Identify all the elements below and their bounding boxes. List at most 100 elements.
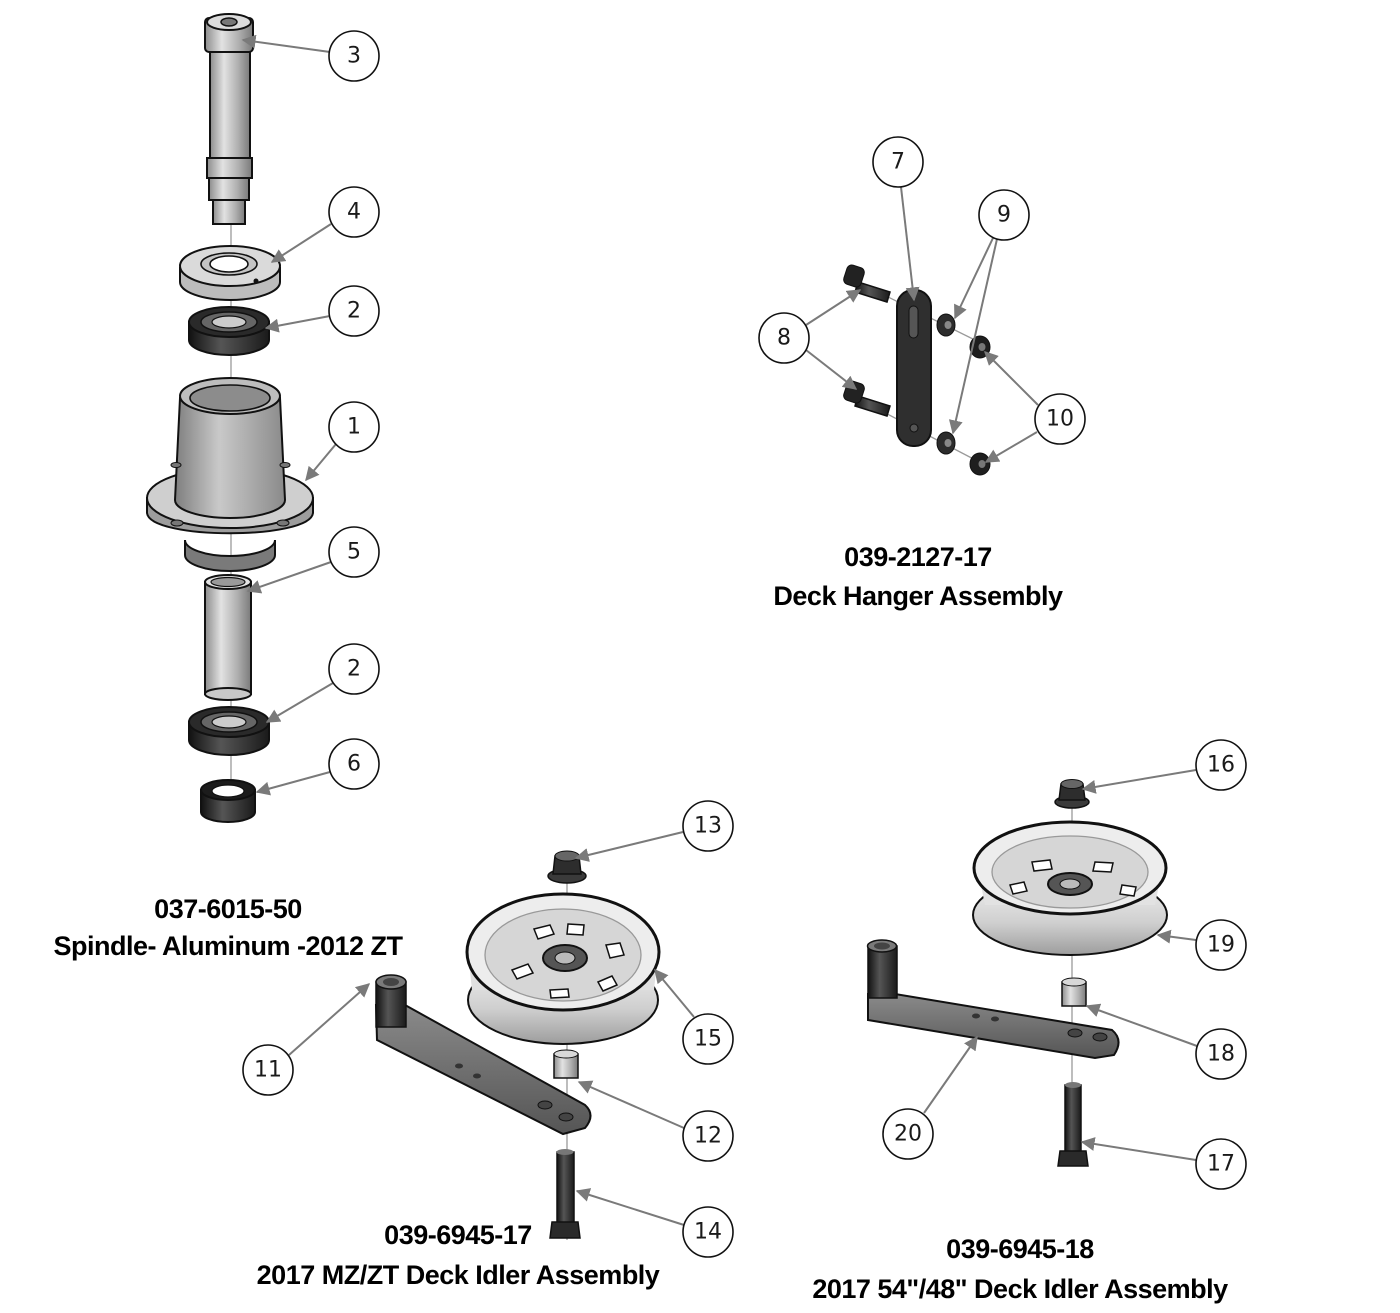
leader-19 [1156, 929, 1197, 944]
idler-18-bolt [1057, 1082, 1089, 1167]
callout-label: 8 [777, 326, 791, 351]
leader-lines [241, 34, 1198, 1226]
callout-label: 20 [894, 1122, 922, 1147]
callout-label: 14 [694, 1220, 722, 1245]
leader-14 [575, 1188, 685, 1226]
bearing-spacer-tube-part [204, 574, 252, 701]
callout-15[interactable]: 15 [682, 1013, 734, 1065]
leader-11 [288, 983, 371, 1056]
deck-hanger-assembly [843, 264, 991, 476]
leader-4 [270, 223, 332, 263]
callout-label: 16 [1207, 753, 1235, 778]
leader-20 [923, 1035, 978, 1114]
idler-17-spacer [553, 1049, 579, 1079]
callout-label: 7 [891, 150, 905, 175]
leader-15 [654, 968, 695, 1018]
callout-11[interactable]: 11 [242, 1044, 294, 1096]
spindle-part-number: 037-6015-50 [154, 894, 302, 924]
callout-label: 5 [347, 540, 361, 565]
hanger-link-part [896, 289, 932, 447]
leader-10a [984, 351, 1039, 406]
idler-54-48-assembly-name: 2017 54"/48" Deck Idler Assembly [812, 1274, 1228, 1304]
hanger-bolt-upper [843, 264, 891, 303]
callout-bubbles: 3 4 2 1 5 2 6 7 8 9 10 13 15 11 12 14 16… [242, 30, 1247, 1258]
callout-5[interactable]: 5 [328, 526, 380, 578]
callout-17[interactable]: 17 [1195, 1138, 1247, 1190]
spindle-shaft-part [204, 13, 254, 225]
leader-9b [948, 238, 998, 435]
leader-2a [264, 315, 331, 333]
leader-1 [305, 443, 337, 482]
idler-18-flange-nut [1054, 779, 1090, 809]
spindle-housing-part [146, 377, 314, 572]
idler-54-48-part-number: 039-6945-18 [946, 1234, 1094, 1264]
leader-9a [954, 237, 994, 320]
callout-label: 6 [347, 752, 361, 777]
callout-10[interactable]: 10 [1034, 393, 1086, 445]
idler-17-flange-nut [547, 850, 587, 884]
callout-label: 10 [1046, 407, 1074, 432]
leader-2b [265, 682, 334, 723]
leader-10b [984, 431, 1038, 463]
seal-collar-part [200, 779, 256, 823]
callout-label: 4 [347, 200, 361, 225]
idler-mz-zt-part-number: 039-6945-17 [384, 1220, 532, 1250]
callout-18[interactable]: 18 [1195, 1028, 1247, 1080]
idler-18-arm [866, 939, 1120, 1060]
callout-9[interactable]: 9 [978, 189, 1030, 241]
callout-20[interactable]: 20 [882, 1108, 934, 1160]
callout-12[interactable]: 12 [682, 1110, 734, 1162]
leader-6 [255, 771, 331, 796]
idler-54-48-assembly [866, 779, 1168, 1167]
callout-4[interactable]: 4 [328, 186, 380, 238]
callout-8[interactable]: 8 [758, 312, 810, 364]
callout-3[interactable]: 3 [328, 30, 380, 82]
callout-label: 2 [347, 299, 361, 324]
spacer-washer-part [179, 245, 281, 301]
callout-label: 18 [1207, 1042, 1235, 1067]
idler-18-pulley [972, 820, 1168, 956]
idler-17-arm [374, 974, 592, 1136]
callout-label: 9 [997, 203, 1011, 228]
leader-16 [1081, 769, 1197, 794]
leader-8b [805, 349, 858, 390]
lower-bearing-part [188, 706, 270, 756]
callout-6[interactable]: 6 [328, 738, 380, 790]
callout-16[interactable]: 16 [1195, 739, 1247, 791]
callout-2-upper[interactable]: 2 [328, 285, 380, 337]
idler-17-pulley [465, 892, 661, 1045]
idler-mz-zt-assembly [374, 850, 661, 1240]
callout-label: 3 [347, 44, 361, 69]
idler-17-bolt [549, 1149, 581, 1239]
leader-3 [241, 34, 331, 53]
leader-7 [900, 186, 920, 302]
callout-2-lower[interactable]: 2 [328, 643, 380, 695]
deck-hanger-part-number: 039-2127-17 [844, 542, 992, 572]
deck-hanger-assembly-name: Deck Hanger Assembly [773, 581, 1063, 611]
hanger-bushing-lower [936, 431, 956, 455]
leader-12 [577, 1080, 685, 1129]
callout-label: 13 [694, 814, 722, 839]
spindle-assembly [146, 13, 314, 823]
hanger-bushing-upper [936, 313, 956, 337]
leader-5 [246, 561, 332, 594]
callout-label: 17 [1207, 1152, 1235, 1177]
callout-label: 1 [347, 415, 361, 440]
leader-13 [574, 831, 684, 862]
hanger-nut-lower [969, 452, 991, 476]
callout-13[interactable]: 13 [682, 800, 734, 852]
callout-label: 2 [347, 657, 361, 682]
callout-7[interactable]: 7 [872, 136, 924, 188]
callout-label: 12 [694, 1124, 722, 1149]
idler-18-spacer [1061, 977, 1087, 1007]
callout-label: 11 [254, 1058, 282, 1083]
callout-14[interactable]: 14 [682, 1206, 734, 1258]
upper-bearing-part [188, 306, 270, 356]
idler-mz-zt-assembly-name: 2017 MZ/ZT Deck Idler Assembly [257, 1260, 660, 1290]
leader-18 [1085, 1003, 1198, 1047]
leader-8a [805, 289, 862, 326]
callout-19[interactable]: 19 [1195, 919, 1247, 971]
leader-17 [1080, 1137, 1197, 1161]
callout-1[interactable]: 1 [328, 401, 380, 453]
